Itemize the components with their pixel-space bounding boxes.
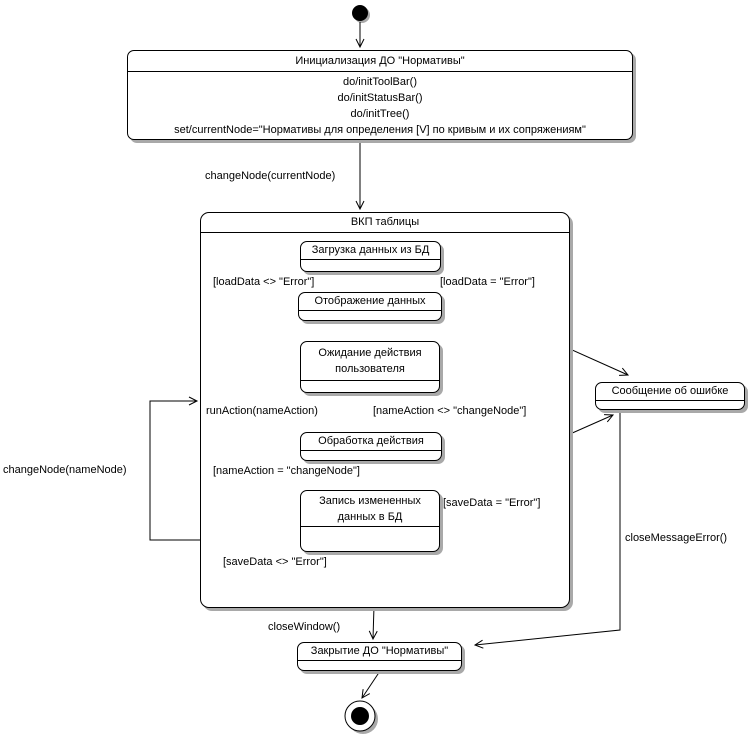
transition-label-close-message-error: closeMessageError() (625, 532, 728, 544)
state-init-action: do/initTree() (350, 108, 410, 120)
state-process-action: Обработка действия (300, 432, 442, 461)
state-save-data-title: Запись измененных данных в БД (301, 491, 439, 527)
state-close-do-title: Закрытие ДО "Нормативы" (298, 643, 461, 661)
state-error-message-footer (596, 401, 744, 409)
transition-label-save-ok: [saveData <> "Error"] (223, 556, 327, 568)
state-error-message: Сообщение об ошибке (595, 382, 745, 410)
state-wait-user-title: Ожидание действия пользователя (301, 342, 439, 381)
state-wait-user: Ожидание действия пользователя (300, 341, 440, 393)
state-init-title: Инициализация ДО "Нормативы" (128, 51, 632, 72)
state-wait-user-footer (301, 381, 439, 392)
state-init: Инициализация ДО "Нормативы" do/initTool… (127, 50, 633, 140)
state-error-message-title: Сообщение об ошибке (596, 383, 744, 401)
state-show-data: Отображение данных (298, 292, 442, 321)
state-init-action: do/initToolBar() (343, 76, 417, 88)
state-init-action: do/initStatusBar() (337, 92, 423, 104)
state-show-data-footer (299, 311, 441, 320)
transition-label-close-window: closeWindow() (268, 621, 341, 633)
state-save-data: Запись измененных данных в БД (300, 490, 440, 552)
state-load-data-title: Загрузка данных из БД (301, 242, 440, 260)
state-process-action-title: Обработка действия (301, 433, 441, 451)
state-load-data-footer (301, 260, 440, 271)
state-init-action: set/currentNode="Нормативы для определен… (174, 124, 586, 136)
state-close-do: Закрытие ДО "Нормативы" (297, 642, 462, 671)
transition-label-action-change: [nameAction = "changeNode"] (213, 465, 360, 477)
transition-label-run-action: runAction(nameAction) (206, 405, 318, 417)
state-show-data-title: Отображение данных (299, 293, 441, 311)
transition-label-save-error: [saveData = "Error"] (443, 497, 541, 509)
transition-label-change-node-name: changeNode(nameNode) (3, 464, 127, 476)
transition-close-message-error-line (473, 409, 621, 649)
final-state-dot (351, 707, 369, 725)
state-vkp-title: ВКП таблицы (201, 213, 569, 233)
state-process-action-footer (301, 451, 441, 460)
transition-change-node-loop-line (149, 396, 200, 541)
state-close-do-footer (298, 661, 461, 670)
transition-label-action-not-change: [nameAction <> "changeNode"] (373, 405, 527, 417)
transition-close-window-line (368, 605, 378, 641)
initial-state-icon (352, 5, 368, 21)
transition-label-load-ok: [loadData <> "Error"] (213, 276, 315, 288)
state-load-data: Загрузка данных из БД (300, 241, 441, 272)
transition-label-load-error: [loadData = "Error"] (440, 276, 535, 288)
transition-close-to-final-line (361, 670, 381, 699)
state-save-data-footer (301, 527, 439, 551)
transition-label-change-node-current: changeNode(currentNode) (205, 170, 336, 182)
state-init-actions: do/initToolBar() do/initStatusBar() do/i… (128, 72, 632, 138)
